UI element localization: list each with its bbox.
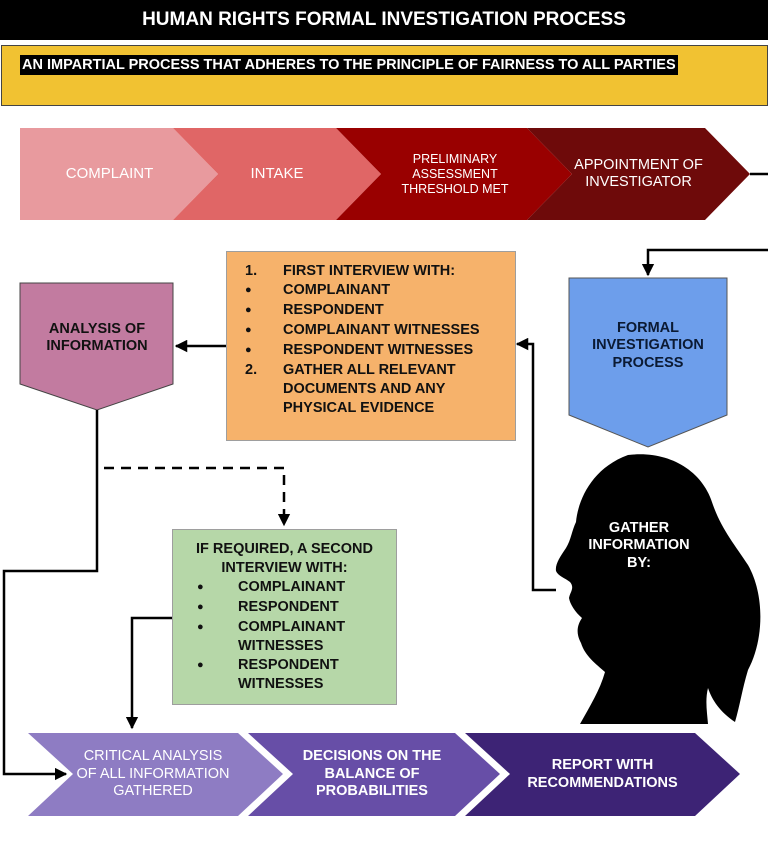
bullet-icon <box>245 321 283 341</box>
bullet-icon <box>245 341 283 361</box>
list-item: COMPLAINANT WITNESSES <box>197 618 388 656</box>
analysis-shape <box>19 282 174 411</box>
connector-analysis-to-critical <box>2 410 99 781</box>
step-preliminary-chevron <box>336 128 572 220</box>
first-interview-heading: FIRST INTERVIEW WITH: <box>283 263 456 279</box>
page-title: HUMAN RIGHTS FORMAL INVESTIGATION PROCES… <box>0 0 768 40</box>
formal-investigation-label: FORMAL INVESTIGATION PROCESS <box>592 319 704 371</box>
step-report-label: REPORT WITH RECOMMENDATIONS <box>527 757 678 791</box>
step-decisions-chevron <box>248 733 500 816</box>
second-interview-list: COMPLAINANT RESPONDENT COMPLAINANT WITNE… <box>181 578 388 694</box>
bullet-icon <box>197 656 238 694</box>
list-item: RESPONDENT <box>197 598 388 618</box>
woman-silhouette-icon <box>555 454 761 724</box>
first-interview-heading-row: 1. FIRST INTERVIEW WITH: <box>245 262 507 281</box>
connector-gather-to-first <box>515 337 556 592</box>
first-interview-number: 1. <box>245 263 258 279</box>
gather-documents-text: GATHER ALL RELEVANT DOCUMENTS AND ANY PH… <box>283 362 456 416</box>
bullet-icon <box>197 598 238 618</box>
list-item: RESPONDENT WITNESSES <box>245 341 507 361</box>
second-interview-heading: IF REQUIRED, A SECOND INTERVIEW WITH: <box>196 541 373 576</box>
step-report-chevron <box>465 733 740 816</box>
formal-investigation-shape <box>568 277 728 448</box>
list-item: COMPLAINANT WITNESSES <box>245 321 507 341</box>
step-preliminary-label: PRELIMINARY ASSESSMENT THRESHOLD MET <box>401 151 509 196</box>
first-interview-second-row: 2. GATHER ALL RELEVANT DOCUMENTS AND ANY… <box>245 361 507 418</box>
step-decisions-label: DECISIONS ON THE BALANCE OF PROBABILITIE… <box>302 748 442 800</box>
subtitle-text: AN IMPARTIAL PROCESS THAT ADHERES TO THE… <box>20 55 678 75</box>
step-complaint-chevron <box>20 128 218 220</box>
connector-to-formal <box>641 248 768 277</box>
step-appointment-chevron <box>527 128 750 220</box>
analysis-label: ANALYSIS OF INFORMATION <box>46 320 148 354</box>
list-item: COMPLAINANT <box>245 281 507 301</box>
step-critical-chevron <box>28 733 283 816</box>
list-item: RESPONDENT WITNESSES <box>197 656 388 694</box>
step-complaint-label: COMPLAINT <box>65 165 154 182</box>
second-step-number: 2. <box>245 362 258 378</box>
first-interview-list: COMPLAINANT RESPONDENT COMPLAINANT WITNE… <box>245 281 507 361</box>
step-intake-label: INTAKE <box>250 165 304 182</box>
list-item: COMPLAINANT <box>197 578 388 598</box>
bullet-icon <box>197 578 238 598</box>
first-interview-box: 1. FIRST INTERVIEW WITH: COMPLAINANT RES… <box>226 251 516 441</box>
gather-info-label: GATHER INFORMATION BY: <box>588 519 690 571</box>
connector-second-to-critical <box>125 616 172 730</box>
second-interview-box: IF REQUIRED, A SECOND INTERVIEW WITH: CO… <box>172 529 397 705</box>
bullet-icon <box>245 281 283 301</box>
step-appointment-label: APPOINTMENT OF INVESTIGATOR <box>574 156 703 190</box>
connector-optional-second-interview <box>104 466 291 527</box>
bullet-icon <box>245 301 283 321</box>
step-intake-chevron <box>173 128 381 220</box>
step-critical-label: CRITICAL ANALYSIS OF ALL INFORMATION GAT… <box>76 748 230 800</box>
list-item: RESPONDENT <box>245 301 507 321</box>
bullet-icon <box>197 618 238 656</box>
